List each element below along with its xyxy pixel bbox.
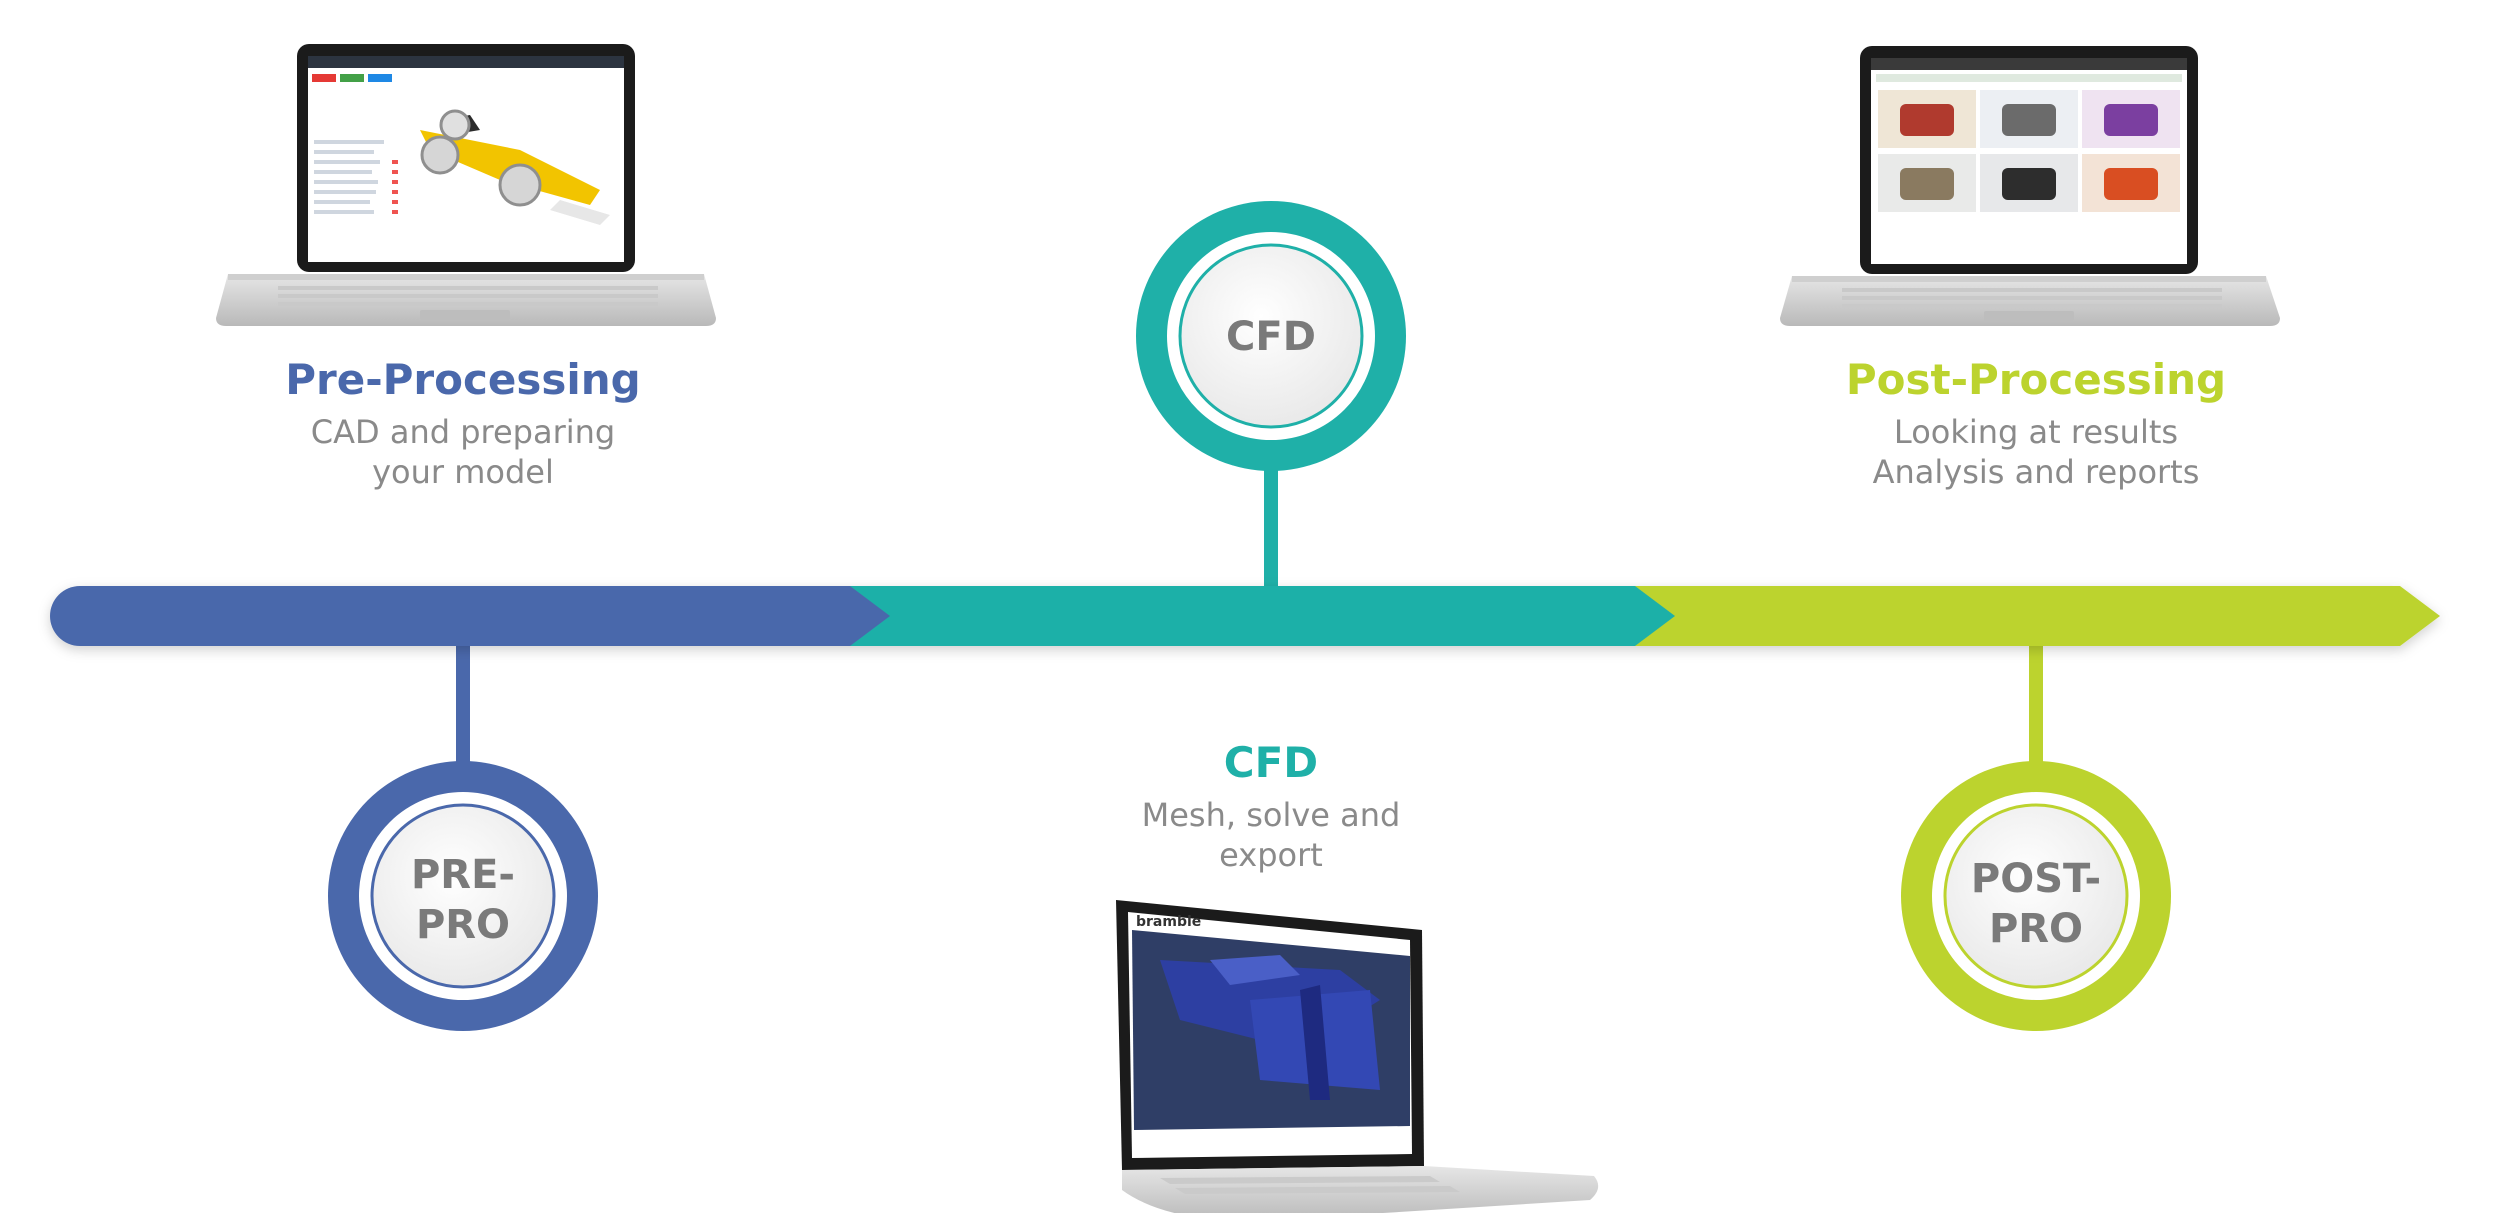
pre-pro-badge-line2: PRO <box>416 902 510 948</box>
post-processing-subtitle: Looking at results Analysis and reports <box>1872 413 2200 491</box>
timeline-segment-pre <box>50 586 890 646</box>
cfd-laptop-image: bramble <box>1116 900 1599 1217</box>
pre-processing-subtitle: CAD and preparing your model <box>310 413 616 491</box>
post-processing-title: Post-Processing <box>1845 355 2227 404</box>
post-pro-badge-line1: POST- <box>1971 856 2101 902</box>
post-connector <box>2029 640 2043 765</box>
pre-connector <box>456 640 470 765</box>
post-pro-badge-line2: PRO <box>1989 906 2083 952</box>
cfd-subtitle: Mesh, solve and export <box>1141 796 1401 874</box>
pre-processing-title: Pre-Processing <box>285 355 641 404</box>
timeline-segment-post <box>1630 586 2440 646</box>
timeline-segment-cfd <box>850 586 1675 646</box>
cfd-screen-brand: bramble <box>1136 914 1201 930</box>
post-pro-badge: POST- PRO <box>1901 761 2171 1031</box>
cfd-title: CFD <box>1223 738 1319 787</box>
cfd-badge: CFD <box>1136 201 1406 471</box>
cfd-connector <box>1264 460 1278 590</box>
cfd-badge-label: CFD <box>1226 314 1316 360</box>
pre-processing-laptop-image <box>216 44 716 326</box>
post-processing-laptop-image <box>1780 46 2280 326</box>
pre-pro-badge: PRE- PRO <box>328 761 598 1031</box>
pre-pro-badge-line1: PRE- <box>411 852 515 898</box>
